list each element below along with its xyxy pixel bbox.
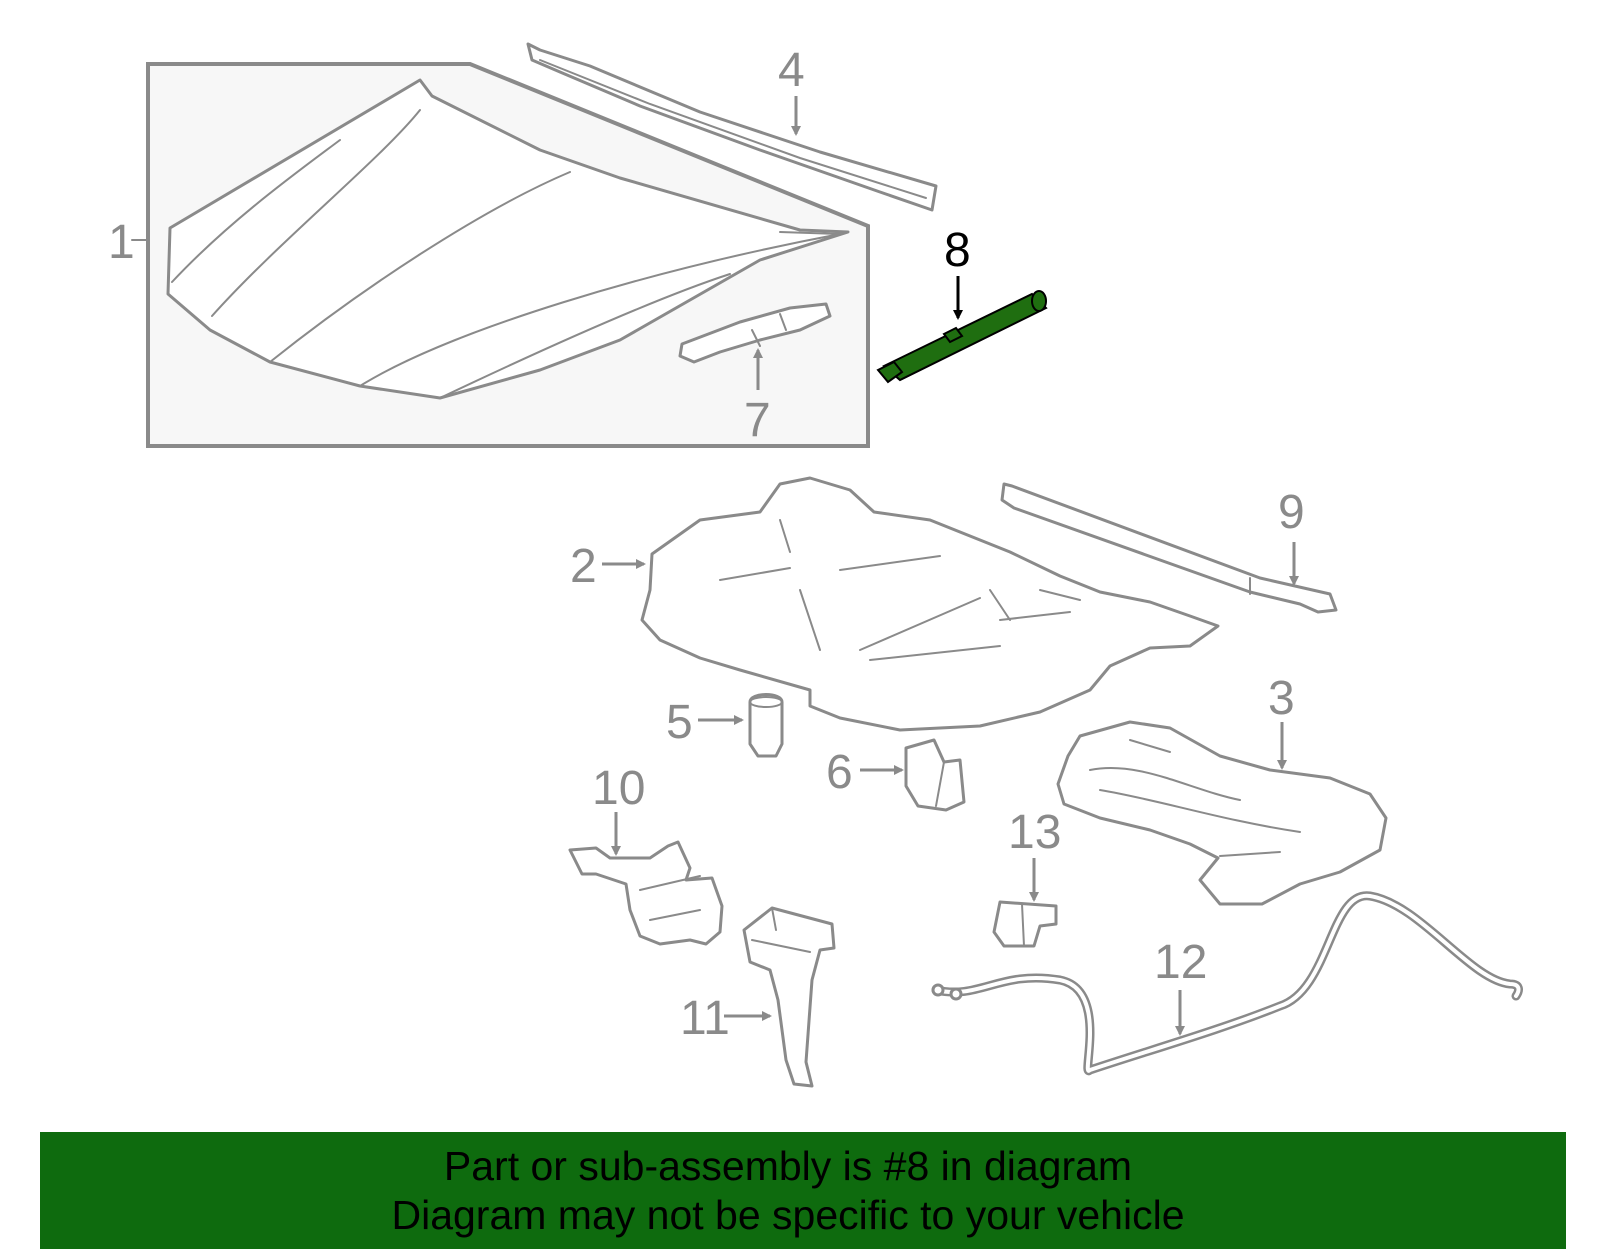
callout-9: 9 [1278, 486, 1305, 539]
part-8-body [882, 292, 1048, 382]
part-4-weatherstrip [526, 42, 938, 212]
part-12-cable [931, 891, 1523, 1076]
part-5-bumper [748, 693, 784, 758]
part-10-latch-bracket [568, 840, 724, 946]
part-3-inner-panel [1056, 720, 1388, 906]
info-banner: Part or sub-assembly is #8 in diagram Di… [40, 1132, 1566, 1249]
part-2-insulator [640, 476, 1220, 732]
callout-11: 11 [680, 992, 730, 1045]
callout-12: 12 [1154, 936, 1207, 989]
part-9-strut [1000, 482, 1338, 614]
callout-4: 4 [778, 44, 805, 97]
callout-2: 2 [570, 540, 597, 593]
part-13-clip [992, 900, 1058, 948]
callout-8: 8 [944, 224, 971, 277]
leader-arrows [602, 96, 1299, 1036]
callout-1: 1 [108, 216, 135, 269]
callout-6: 6 [826, 746, 853, 799]
parts-diagram: 1 2 3 4 5 6 7 8 9 10 11 12 13 [108, 42, 1523, 1088]
part-11-support [742, 906, 836, 1088]
banner-line-2: Diagram may not be specific to your vehi… [391, 1192, 1185, 1238]
callout-13: 13 [1008, 806, 1061, 859]
callout-7: 7 [744, 394, 771, 447]
part-8-highlighted [876, 290, 1048, 384]
part-6-bumper [904, 738, 966, 812]
callout-labels: 1 2 3 4 5 6 7 8 9 10 11 12 13 [108, 44, 1305, 1045]
part-7-latch-support [678, 302, 832, 364]
banner-line-1: Part or sub-assembly is #8 in diagram [443, 1143, 1133, 1189]
callout-10: 10 [592, 762, 645, 815]
callout-3: 3 [1268, 672, 1295, 725]
callout-5: 5 [666, 696, 693, 749]
